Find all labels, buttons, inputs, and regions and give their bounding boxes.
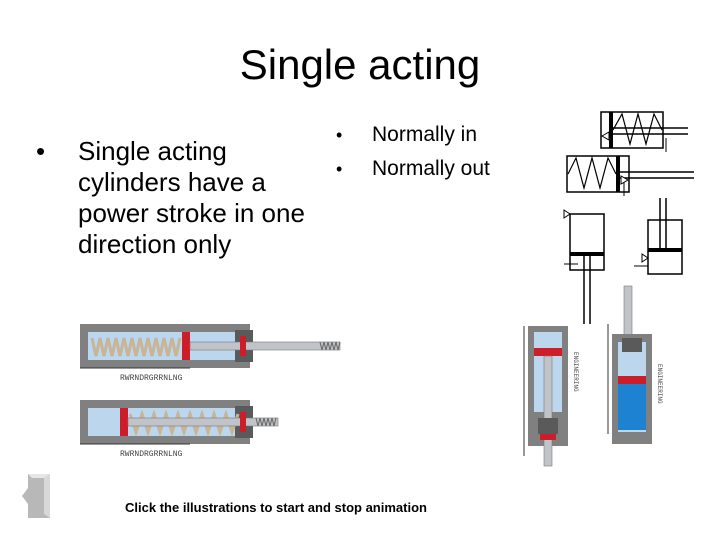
- cylinder-label: RWRNDRGRRNLNG: [120, 450, 183, 459]
- vertical-cylinder-right[interactable]: ENGINEERING: [604, 284, 664, 454]
- main-bullet-text: Single acting cylinders have a power str…: [78, 136, 305, 259]
- main-bullet: • Single acting cylinders have a power s…: [36, 136, 336, 260]
- cylinder-label: RWRNDRGRRNLNG: [120, 374, 183, 383]
- vertical-cylinder-left[interactable]: ENGINEERING: [520, 322, 580, 470]
- bullet-dot: •: [336, 125, 343, 145]
- animation-instructions: Click the illustrations to start and sto…: [125, 500, 427, 515]
- sub-bullet-normally-out: • Normally out: [336, 152, 490, 186]
- cylinder-illustration-top[interactable]: RWRNDRGRRNLNG: [80, 322, 350, 383]
- bullet-dot: •: [336, 159, 343, 179]
- slide-title: Single acting: [239, 41, 481, 88]
- sub-bullet-normally-in: • Normally in: [336, 118, 490, 152]
- symbol-normally-out[interactable]: [566, 152, 696, 197]
- sub-bullet-list: • Normally in • Normally out: [336, 118, 490, 186]
- vertical-cylinder-label: ENGINEERING: [656, 364, 663, 404]
- cylinder-illustration-bottom[interactable]: RWRNDRGRRNLNG: [80, 398, 350, 459]
- vertical-cylinder-label: ENGINEERING: [572, 352, 579, 392]
- sub-bullet-text: Normally in: [372, 123, 478, 146]
- bullet-dot: •: [36, 136, 46, 166]
- symbol-normally-in[interactable]: [600, 108, 690, 153]
- back-arrow-icon[interactable]: [22, 470, 52, 522]
- symbol-vertical-in[interactable]: [560, 206, 610, 326]
- symbol-vertical-out[interactable]: [630, 196, 690, 286]
- sub-bullet-text: Normally out: [372, 157, 490, 180]
